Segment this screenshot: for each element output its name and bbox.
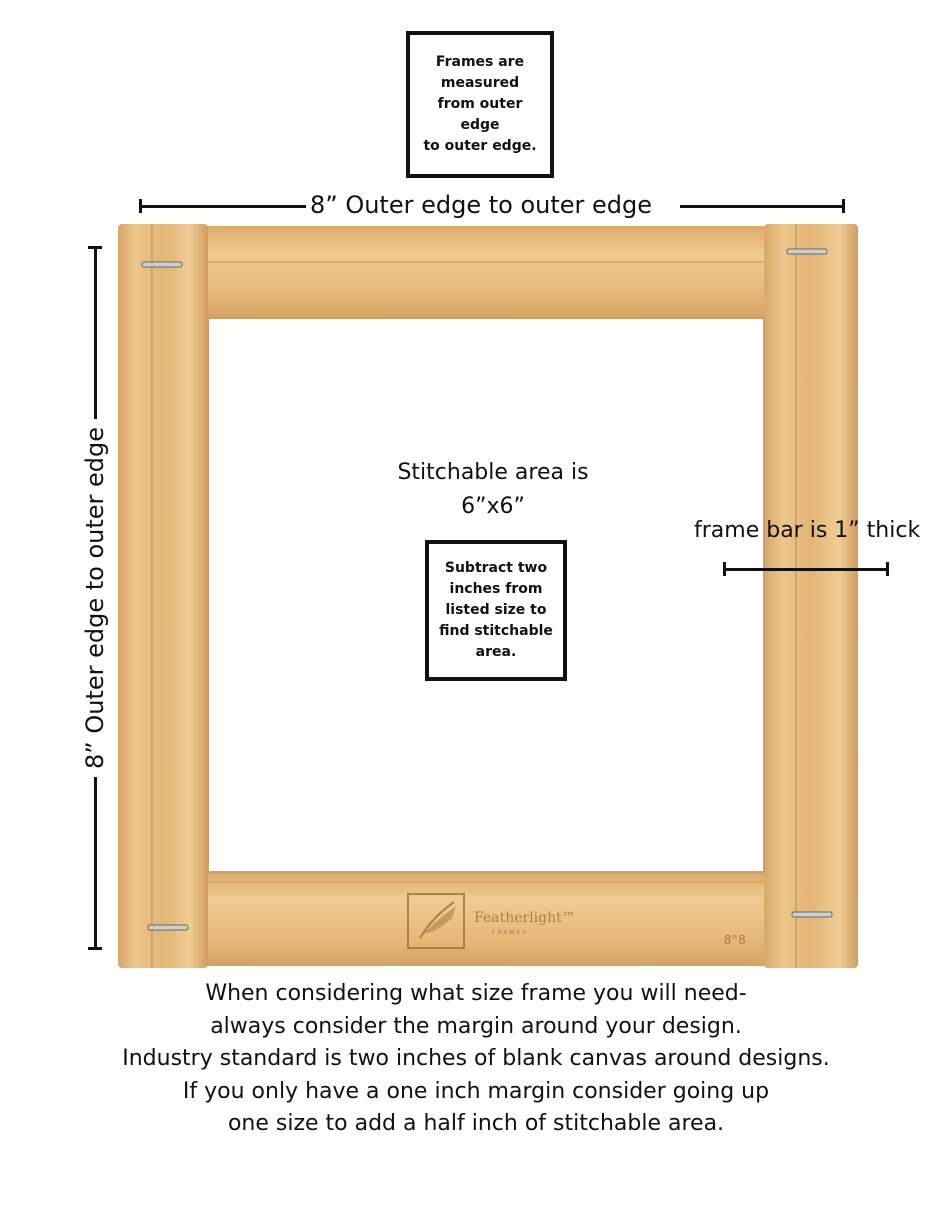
bar-dim-line [723, 568, 889, 571]
staple [786, 248, 828, 255]
subtract-note-line: area. [475, 644, 517, 660]
subtract-note-line: find stitchable [439, 623, 553, 639]
top-note-line: from outer edge [437, 96, 523, 133]
bar-dim-tick-right [886, 562, 889, 576]
height-dim-tick-bottom [88, 947, 102, 950]
stitchable-line1: Stitchable area is [397, 460, 589, 485]
top-note-line: Frames are [435, 54, 525, 70]
frame-top-bar [200, 226, 772, 318]
staple [791, 911, 833, 918]
stitchable-line2: 6”x6” [461, 494, 525, 519]
height-dim-label: 8” Outer edge to outer edge [81, 418, 109, 778]
advice-line: one size to add a half inch of stitchabl… [227, 1111, 725, 1136]
subtract-note-line: inches from [449, 581, 543, 597]
brand-logo: Featherlight™ FRAMES [407, 893, 576, 949]
width-dim-line-left [139, 205, 306, 208]
width-dim-label: 8” Outer edge to outer edge [310, 191, 653, 219]
frame-left-bar [118, 224, 208, 968]
brand-name: Featherlight™ [474, 910, 576, 926]
brand-sub: FRAMES [492, 929, 528, 936]
advice-line: always consider the margin around your d… [210, 1013, 742, 1039]
size-stamp: 8"8 [724, 933, 746, 947]
frame-right-bar [764, 224, 858, 968]
frame-bottom-bar [200, 872, 772, 966]
frame-bar-label: frame bar is 1” thick [694, 518, 921, 543]
width-dim-line-right [680, 205, 845, 208]
advice-text: When considering what size frame you wil… [0, 978, 952, 1141]
advice-line: When considering what size frame you wil… [205, 981, 747, 1006]
width-dim-tick-right [842, 199, 845, 213]
staple [141, 261, 183, 268]
subtract-note-line: listed size to [445, 602, 547, 618]
stitchable-area-text: Stitchable area is 6”x6” [393, 456, 593, 524]
top-note-box: Frames are measured from outer edge to o… [406, 31, 554, 178]
staple [147, 924, 189, 931]
top-note-line: to outer edge. [423, 138, 537, 154]
advice-line: Industry standard is two inches of blank… [122, 1046, 830, 1071]
subtract-note-line: Subtract two [444, 560, 548, 576]
subtract-note-box: Subtract two inches from listed size to … [425, 540, 567, 681]
advice-line: If you only have a one inch margin consi… [182, 1078, 770, 1104]
top-note-line: measured [440, 75, 520, 91]
